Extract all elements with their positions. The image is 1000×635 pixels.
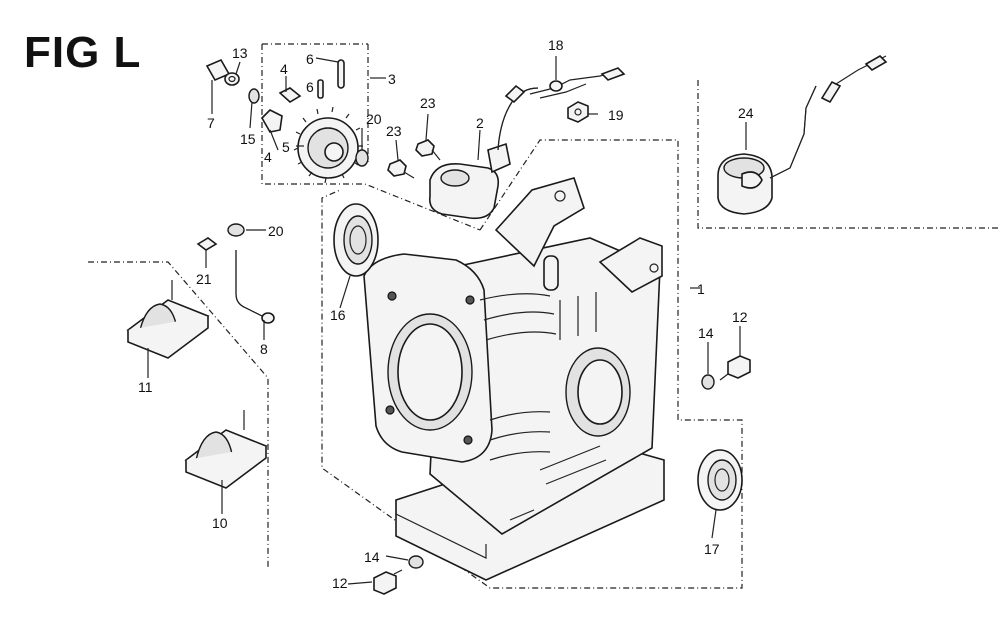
bolt-part-23a — [415, 139, 441, 161]
pipe-part-8 — [227, 223, 275, 324]
washer-part-14b — [408, 555, 424, 569]
connector-part-18 — [549, 80, 563, 92]
oil-seal-part-17 — [697, 449, 743, 511]
callout-23b: 23 — [386, 123, 402, 139]
callout-2: 2 — [476, 115, 484, 131]
oil-pump-group — [205, 58, 369, 184]
boundary-lines — [88, 43, 1000, 589]
callout-1: 1 — [697, 281, 705, 297]
mount-part-10 — [184, 410, 268, 489]
drain-bolt-part-12a — [719, 355, 751, 381]
callout-11: 11 — [138, 379, 153, 395]
callout-12b: 12 — [332, 575, 348, 591]
callout-14b: 14 — [364, 549, 380, 565]
callout-23a: 23 — [420, 95, 436, 111]
callout-14a: 14 — [698, 325, 714, 341]
washer-part-14a — [701, 374, 715, 390]
callout-4a: 4 — [280, 61, 288, 77]
callout-labels: 1 2 3 4 4 5 6 6 7 8 10 11 12 12 13 14 14… — [138, 37, 754, 591]
callout-20a: 20 — [366, 111, 382, 127]
figure-title: FIG L — [24, 28, 142, 77]
callout-19: 19 — [608, 107, 624, 123]
callout-12a: 12 — [732, 309, 748, 325]
oil-alert-part-24 — [717, 55, 888, 215]
crankcase-part-1 — [363, 177, 665, 581]
ring-part-15 — [248, 88, 260, 104]
bolt-part-23b — [387, 159, 415, 179]
callout-21: 21 — [196, 271, 212, 287]
leader-lines — [147, 56, 747, 585]
drain-bolt-part-12b — [373, 569, 403, 595]
callout-20b: 20 — [268, 223, 284, 239]
callout-5: 5 — [282, 139, 290, 155]
washer-part-13 — [224, 72, 240, 86]
nut-part-19 — [567, 101, 589, 123]
washer-part-20a — [355, 149, 369, 167]
gear-part-5 — [293, 106, 363, 184]
callout-18: 18 — [548, 37, 564, 53]
callout-3: 3 — [388, 71, 396, 87]
callout-8: 8 — [260, 341, 268, 357]
callout-16: 16 — [330, 307, 346, 323]
callout-10: 10 — [212, 515, 228, 531]
callout-6b: 6 — [306, 79, 314, 95]
callout-15: 15 — [240, 131, 256, 147]
callout-24: 24 — [738, 105, 754, 121]
clip-part-4a — [278, 87, 302, 103]
mount-part-11 — [126, 280, 210, 359]
oil-switch-group — [387, 67, 626, 220]
oil-seal-part-16 — [333, 203, 379, 277]
clip-part-21 — [196, 237, 218, 251]
callout-13: 13 — [232, 45, 248, 61]
callout-6a: 6 — [306, 51, 314, 67]
pin-part-6b — [317, 79, 324, 99]
callout-17: 17 — [704, 541, 720, 557]
callout-7: 7 — [207, 115, 215, 131]
washer-part-20b — [227, 223, 245, 237]
clip-part-4b — [261, 109, 283, 133]
pin-part-6a — [337, 59, 345, 89]
callout-4b: 4 — [264, 149, 272, 165]
